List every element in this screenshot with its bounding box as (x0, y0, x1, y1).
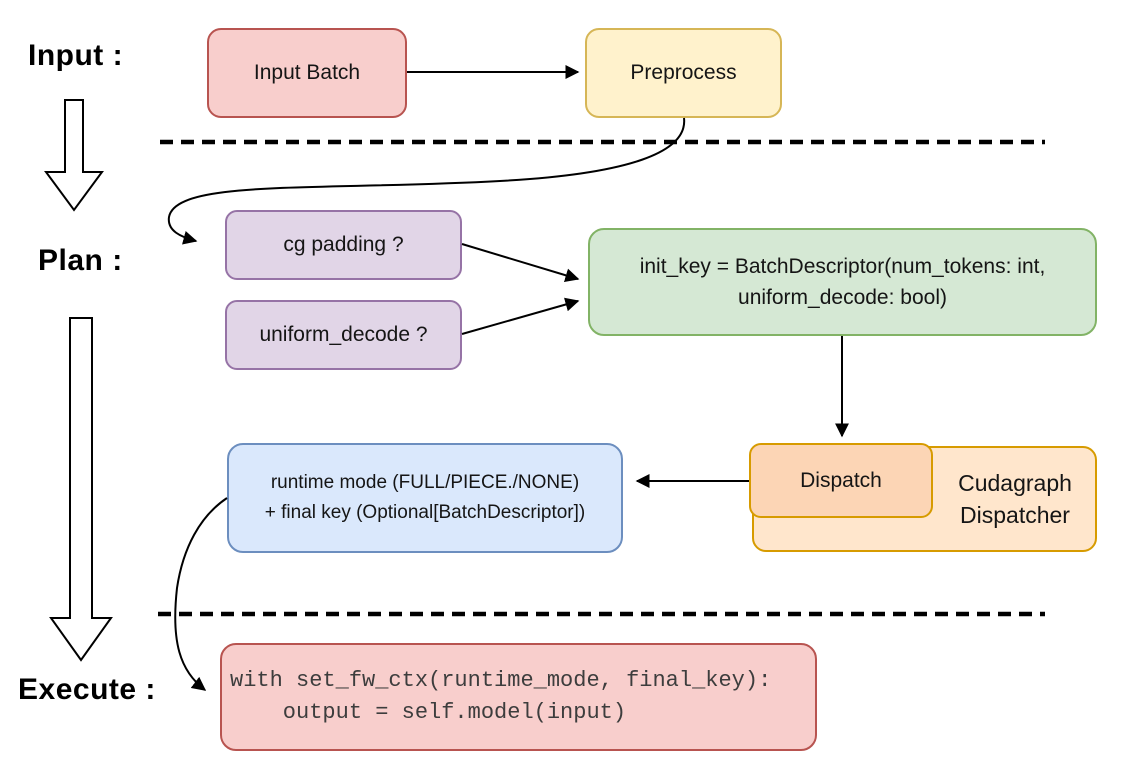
plan-to-execute-arrow-icon (49, 317, 113, 662)
node-dispatch: Dispatch (749, 443, 933, 518)
init-key-line2: uniform_decode: bool) (738, 286, 947, 309)
arrow-cgpadding-to-initkey (461, 243, 580, 283)
input-section-label: Input : (28, 39, 124, 72)
node-preprocess: Preprocess (585, 28, 782, 118)
execute-code-line2: output = self.model(input) (230, 700, 627, 725)
execute-code-line1: with set_fw_ctx(runtime_mode, final_key)… (230, 668, 772, 694)
node-runtime-result: runtime mode (FULL/PIECE./NONE) + final … (227, 443, 623, 553)
execute-section-label: Execute : (18, 673, 156, 706)
runtime-result-line1: runtime mode (FULL/PIECE./NONE) (270, 471, 580, 493)
node-cg-padding: cg padding ? (225, 210, 462, 280)
node-execute-code: with set_fw_ctx(runtime_mode, final_key)… (220, 643, 817, 751)
plan-section-label: Plan : (38, 244, 123, 277)
node-uniform-decode: uniform_decode ? (225, 300, 462, 370)
runtime-result-line2: + final key (Optional[BatchDescriptor]) (264, 502, 586, 523)
node-init-key: init_key = BatchDescriptor(num_tokens: i… (588, 228, 1097, 336)
arrow-uniformdecode-to-initkey (461, 297, 580, 335)
init-key-line1: init_key = BatchDescriptor(num_tokens: i… (639, 254, 1046, 278)
input-to-plan-arrow-icon (44, 99, 104, 212)
cudagraph-dispatcher-label: Cudagraph Dispatcher (958, 469, 1072, 528)
node-input-batch: Input Batch (207, 28, 407, 118)
